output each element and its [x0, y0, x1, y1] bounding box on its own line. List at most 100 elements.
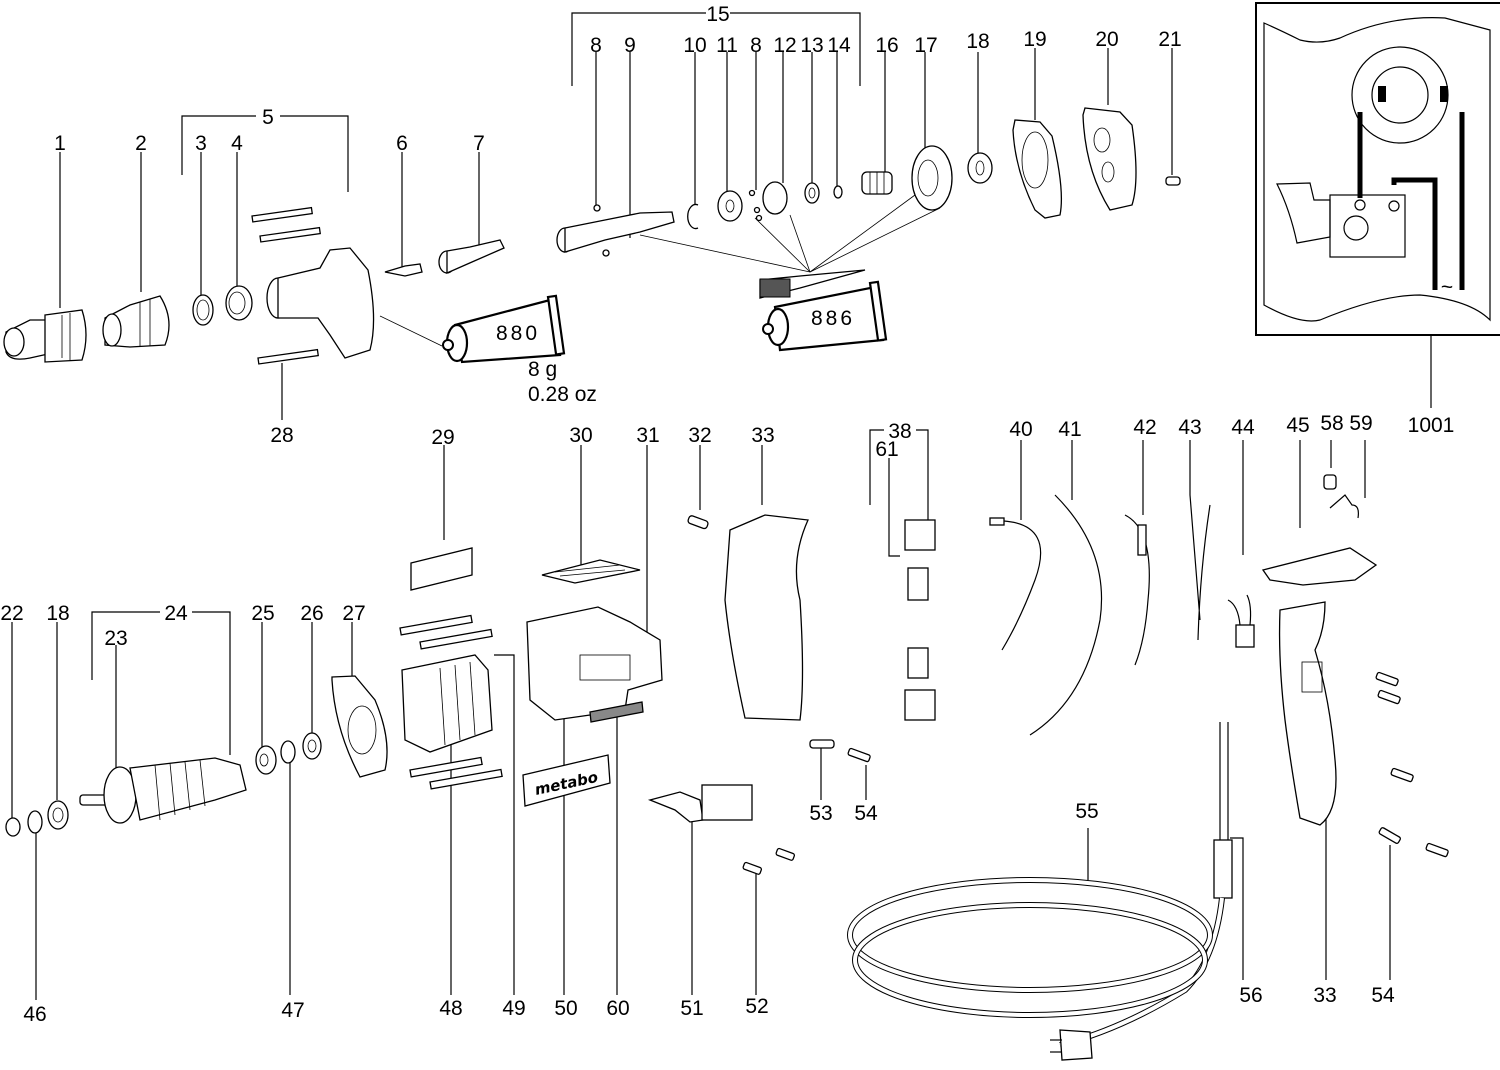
part-44-capacitor: [1227, 594, 1255, 648]
callout-31[interactable]: 31: [636, 424, 659, 447]
callout-29[interactable]: 29: [431, 426, 454, 449]
callout-33a[interactable]: 33: [751, 424, 774, 447]
callout-8b[interactable]: 8: [750, 34, 762, 57]
grease-amount-g: 8 g: [528, 358, 557, 381]
callout-60[interactable]: 60: [606, 997, 629, 1020]
callout-25[interactable]: 25: [251, 602, 274, 625]
part-45-belt-clip: [1261, 547, 1378, 586]
callout-7[interactable]: 7: [473, 132, 485, 155]
callout-2[interactable]: 2: [135, 132, 147, 155]
part-49-field: [401, 654, 493, 753]
part-5-gear-housing: [251, 206, 375, 365]
part-31-motor-housing: [526, 606, 663, 721]
part-52-screws: [742, 847, 796, 875]
callout-23[interactable]: 23: [104, 627, 127, 650]
callout-18b[interactable]: 18: [46, 602, 69, 625]
callout-30[interactable]: 30: [569, 424, 592, 447]
callout-38[interactable]: 38: [888, 420, 911, 443]
callout-50[interactable]: 50: [554, 997, 577, 1020]
part-55-56-power-cable: [847, 722, 1233, 1061]
part-26-sleeve: [302, 732, 322, 760]
callout-49[interactable]: 49: [502, 997, 525, 1020]
part-54-screws-right: [1375, 671, 1449, 858]
callout-45[interactable]: 45: [1286, 414, 1309, 437]
part-25-bearing: [255, 745, 277, 775]
callout-1[interactable]: 1: [54, 132, 66, 155]
callout-53[interactable]: 53: [809, 802, 832, 825]
callout-42[interactable]: 42: [1133, 416, 1156, 439]
callout-58[interactable]: 58: [1320, 412, 1343, 435]
callout-22[interactable]: 22: [0, 602, 23, 625]
callout-52[interactable]: 52: [745, 995, 768, 1018]
part-40-41-42-43-cables: [989, 494, 1211, 736]
callout-54b[interactable]: 54: [1371, 984, 1395, 1007]
callout-9[interactable]: 9: [624, 34, 636, 57]
callout-3[interactable]: 3: [195, 132, 207, 155]
leader-lines: [11, 48, 1432, 1000]
part-6-bit: [384, 263, 423, 277]
callout-14[interactable]: 14: [827, 34, 851, 57]
callout-10[interactable]: 10: [683, 34, 706, 57]
callout-46[interactable]: 46: [23, 1003, 46, 1026]
callout-32[interactable]: 32: [688, 424, 711, 447]
callout-8a[interactable]: 8: [590, 34, 602, 57]
part-22-nut: [5, 817, 21, 837]
part-19-gasket: [1012, 119, 1062, 219]
part-32-screw: [687, 515, 709, 530]
callout-56[interactable]: 56: [1239, 984, 1262, 1007]
callout-21[interactable]: 21: [1158, 28, 1181, 51]
part-50-logo-plate: metabo: [522, 754, 611, 807]
part-12-clutch-disc: [748, 181, 788, 222]
wiring-diagram-1001: ~: [1255, 2, 1500, 336]
bracket-24: [91, 611, 231, 755]
callout-19[interactable]: 19: [1023, 28, 1046, 51]
part-51-switch: [647, 784, 753, 823]
callout-24[interactable]: 24: [164, 602, 188, 625]
callout-11[interactable]: 11: [716, 34, 738, 57]
callout-27[interactable]: 27: [342, 602, 365, 625]
callout-55[interactable]: 55: [1075, 800, 1098, 823]
callout-54a[interactable]: 54: [854, 802, 878, 825]
part-4-needle-bearing: [225, 285, 253, 321]
callout-16[interactable]: 16: [875, 34, 898, 57]
callout-33b[interactable]: 33: [1313, 984, 1336, 1007]
grease-brush-icon: [759, 269, 866, 299]
part-14-ring: [833, 185, 843, 199]
callout-40[interactable]: 40: [1009, 418, 1032, 441]
part-16-spring: [861, 171, 893, 195]
callout-47[interactable]: 47: [281, 999, 304, 1022]
part-54-screw-mid: [847, 747, 871, 763]
part-10-clip: [687, 203, 699, 230]
callout-12[interactable]: 12: [773, 34, 796, 57]
callout-44[interactable]: 44: [1231, 416, 1255, 439]
part-18-bearing-top: [967, 152, 993, 184]
part-7-bit-holder: [438, 239, 505, 274]
callout-43[interactable]: 43: [1178, 416, 1201, 439]
part-23-24-armature: [79, 757, 247, 824]
callout-6[interactable]: 6: [396, 132, 408, 155]
grease-amount-oz: 0.28 oz: [528, 383, 597, 406]
callout-28[interactable]: 28: [270, 424, 293, 447]
callout-1001[interactable]: 1001: [1408, 414, 1455, 437]
callout-20[interactable]: 20: [1095, 28, 1118, 51]
callout-13[interactable]: 13: [800, 34, 823, 57]
callout-17[interactable]: 17: [914, 34, 937, 57]
callout-4[interactable]: 4: [231, 132, 243, 155]
callout-5[interactable]: 5: [262, 106, 274, 129]
callout-61[interactable]: 61: [875, 438, 898, 461]
grease-code-880: 880: [496, 322, 540, 345]
part-2-sleeve: [102, 295, 170, 348]
part-3-seal-ring: [192, 294, 214, 326]
callout-48[interactable]: 48: [439, 997, 462, 1020]
bracket-15: [571, 12, 861, 86]
callout-41[interactable]: 41: [1058, 418, 1081, 441]
grease-code-886: 886: [811, 307, 855, 330]
callout-18a[interactable]: 18: [966, 30, 989, 53]
callout-15[interactable]: 15: [706, 3, 729, 26]
callout-26[interactable]: 26: [300, 602, 323, 625]
callout-labels: 1 2 3 4 5 6 7 8 9 10 11 8 12 13 14 15 16…: [0, 3, 1454, 1026]
callout-51[interactable]: 51: [680, 997, 703, 1020]
part-27-air-guide: [331, 675, 388, 778]
callout-59[interactable]: 59: [1349, 412, 1372, 435]
